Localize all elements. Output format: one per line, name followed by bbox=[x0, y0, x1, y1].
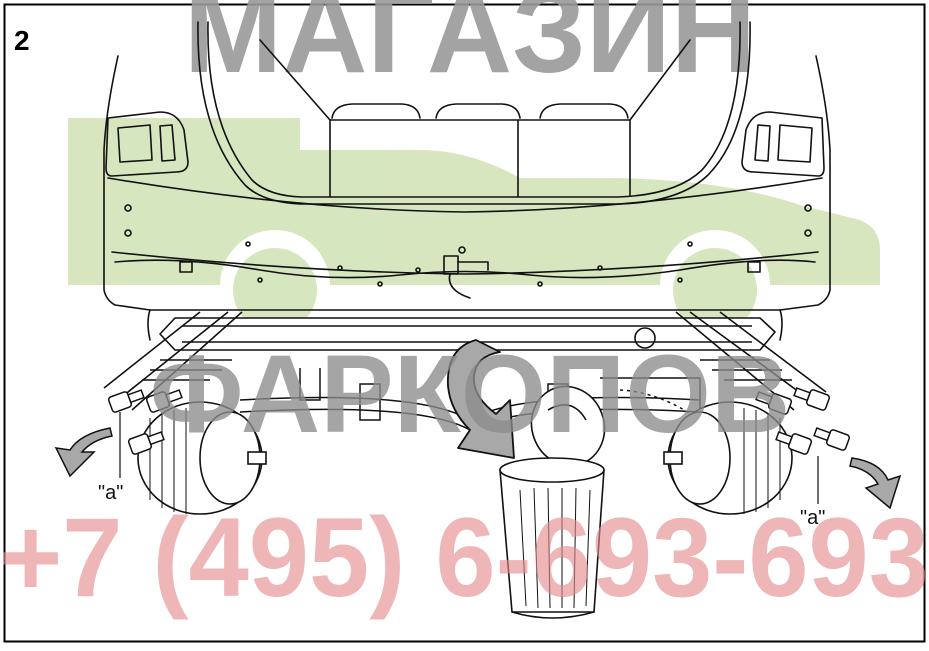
step-number: 2 bbox=[14, 25, 30, 56]
right-rear-wheel bbox=[663, 401, 793, 515]
left-rear-wheel bbox=[137, 401, 267, 515]
watermark-towbar-word: ФАРКОПОВ bbox=[150, 333, 791, 456]
mounting-bolts-right bbox=[755, 387, 851, 455]
tow-bar-crossmember bbox=[103, 311, 827, 411]
right-removal-arrow bbox=[849, 457, 902, 510]
left-removal-arrow bbox=[54, 427, 113, 478]
discard-arrow bbox=[447, 339, 515, 459]
callout-label-left: "a" bbox=[98, 482, 123, 504]
callout-leaders bbox=[119, 412, 819, 504]
watermark-shop-word: МАГАЗИН bbox=[184, 0, 756, 98]
callout-label-right: "a" bbox=[800, 507, 825, 529]
watermark-phone-number: +7 (495) 6-693-693 bbox=[0, 495, 929, 620]
mounting-bolts-left bbox=[107, 389, 183, 455]
vehicle-rear bbox=[103, 21, 831, 341]
trash-bin-icon bbox=[499, 385, 606, 619]
